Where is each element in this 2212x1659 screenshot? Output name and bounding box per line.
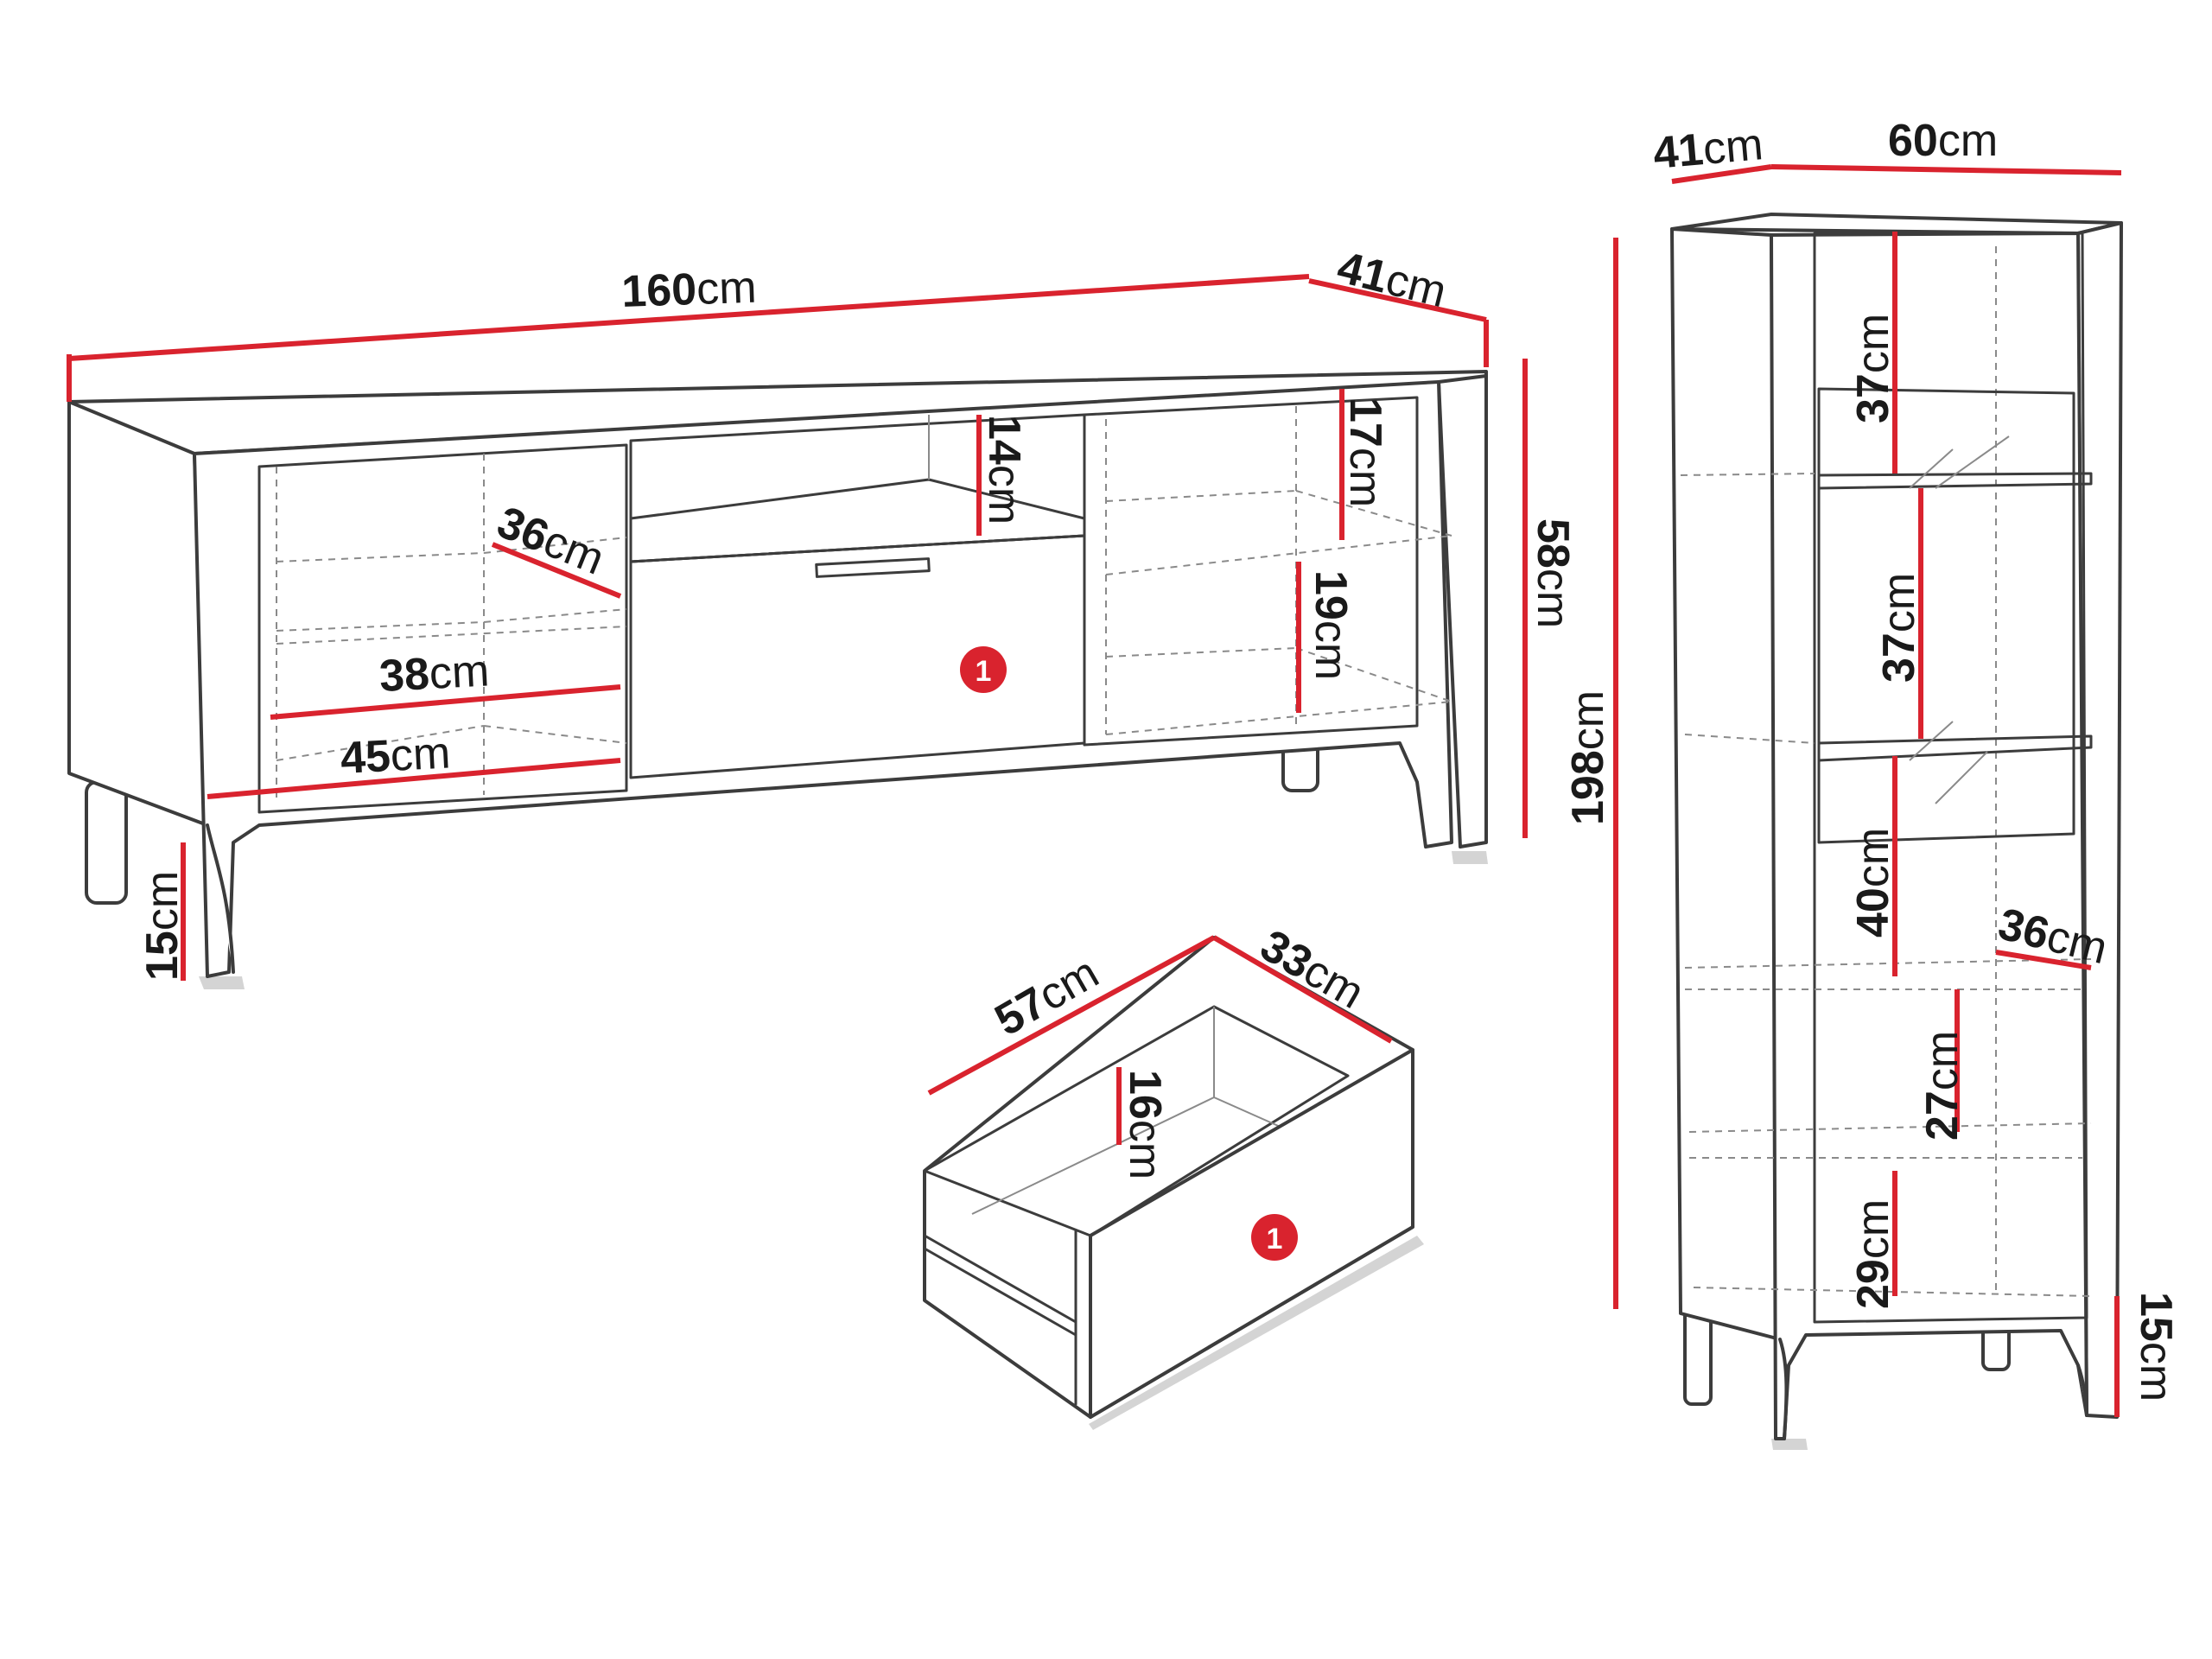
dimension-lines [67, 164, 2122, 1417]
tv-inner-width-38-label: 38cm [378, 645, 491, 702]
tv-inner-width-38-dim-line [270, 684, 621, 720]
cabinet-depth-dim-line [1671, 164, 1772, 184]
tv-right-side [1437, 374, 1488, 849]
tv-drawer-front [629, 534, 1086, 779]
cabinet-glass-shelf-2 [1817, 734, 2093, 762]
drawer-height-label: 16cm [1120, 1070, 1170, 1179]
cabinet-width-label: 60cm [1888, 116, 1998, 166]
drawer-badge: 1 [1251, 1214, 1298, 1261]
cabinet-left-side [1670, 227, 1782, 1341]
tv-front-frame [193, 380, 1453, 978]
tv-width-label: 160cm [620, 263, 757, 317]
tv-open-shelf-height-label: 14cm [979, 415, 1029, 524]
tv-drawer-badge-label: 1 [976, 655, 992, 688]
tv-shelf-depth-dim-line [491, 542, 622, 599]
tv-height-label: 58cm [1528, 518, 1578, 628]
cabinet-shelf-2-label: 37cm [1874, 573, 1924, 683]
cabinet-shelf-depth-dim-line [1995, 950, 2092, 970]
drawer-width-dim-line [1212, 935, 1393, 1044]
tv-left-compartment [257, 443, 628, 814]
tv-right-upper-height-label: 17cm [1340, 397, 1390, 507]
cabinet-shelf-1-label: 37cm [1848, 314, 1898, 423]
tv-unit [67, 370, 1488, 989]
tv-right-lower-height-label: 19cm [1306, 570, 1356, 680]
cabinet-shelf-3-label: 40cm [1848, 828, 1898, 938]
tv-leg-height-label: 15cm [137, 871, 188, 981]
cabinet-shelf-4-label: 27cm [1917, 1031, 1967, 1141]
tv-drawer-badge: 1 [960, 646, 1007, 693]
cabinet-depth-label: 41cm [1651, 119, 1765, 179]
tv-width-dim-line [68, 274, 1310, 361]
tv-inner-width-45-dim-line [207, 758, 621, 799]
cabinet [1670, 213, 2123, 1450]
cabinet-top [1670, 213, 2123, 235]
tv-drawer-handle [815, 557, 931, 578]
drawer-badge-label: 1 [1267, 1223, 1283, 1255]
tv-back-left-leg [85, 780, 128, 905]
tv-left-side [67, 400, 209, 827]
cabinet-glass-door [1817, 387, 2075, 844]
drawer-length-dim-line [927, 935, 1216, 1096]
tv-depth-label: 41cm [1332, 242, 1451, 317]
tv-inner-width-45-label: 45cm [340, 728, 452, 784]
cabinet-width-dim-line [1770, 164, 2122, 175]
cabinet-shelf-5-label: 29cm [1848, 1199, 1898, 1309]
cabinet-glass-shelf-1 [1817, 472, 2093, 490]
cabinet-front [1770, 232, 2088, 1440]
tv-depth-dim-line [1308, 278, 1487, 322]
cabinet-leg-height-label: 15cm [2131, 1292, 2181, 1402]
cabinet-height-label: 198cm [1563, 690, 1613, 825]
